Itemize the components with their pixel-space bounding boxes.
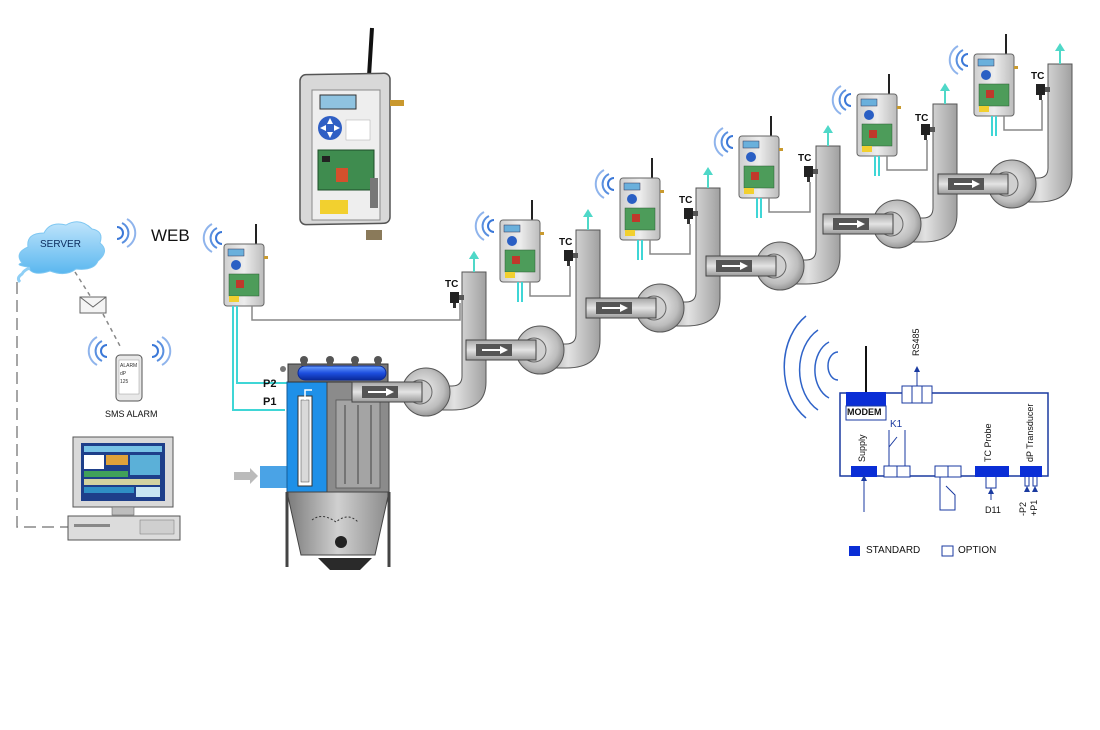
sms-phone — [87, 336, 172, 402]
minus-p2-label: -P2 — [1018, 501, 1028, 516]
modem-label: MODEM — [847, 407, 882, 417]
legend-standard-swatch — [849, 546, 860, 556]
server-signal-icon — [116, 218, 137, 248]
rs485-label: RS485 — [911, 328, 921, 356]
duct-unit-3 — [585, 157, 721, 333]
tc-probe-label: TC Probe — [983, 423, 993, 462]
duct-unit-2 — [465, 199, 601, 375]
tc-label-4: TC — [798, 153, 812, 164]
duct-unit-6 — [937, 33, 1073, 209]
duct-unit-1 — [351, 250, 487, 417]
plus-p1-label: +P1 — [1029, 499, 1039, 516]
phone-line-1: ALARM — [120, 363, 138, 369]
tc-label-3: TC — [679, 195, 693, 206]
main-controller-enclosure — [299, 27, 404, 240]
duct-unit-4 — [705, 115, 841, 291]
dp-transducer-label: dP Transducer — [1025, 403, 1035, 462]
p2-label: P2 — [263, 378, 277, 390]
supply-label: Supply — [857, 434, 867, 462]
tc-label-5: TC — [915, 113, 929, 124]
dashed-link — [16, 271, 121, 528]
device-signal-icon — [202, 223, 223, 253]
server-cloud — [16, 221, 105, 284]
legend-option-swatch — [941, 545, 954, 557]
server-label: SERVER — [40, 239, 81, 250]
phone-line-2: dP — [120, 371, 127, 377]
computer-monitor — [67, 436, 181, 541]
p1-label: P1 — [263, 396, 277, 408]
web-label: WEB — [151, 226, 190, 245]
k1-label: K1 — [890, 419, 903, 430]
tc-label-1: TC — [445, 279, 459, 290]
phone-line-3: 125 — [120, 379, 129, 385]
duct-unit-5 — [822, 73, 958, 249]
d11-label: D11 — [985, 505, 1001, 515]
duct-fan-units — [351, 33, 1073, 417]
tc-label-6: TC — [1031, 71, 1045, 82]
legend-standard-label: STANDARD — [866, 545, 921, 556]
tc-label-2: TC — [559, 237, 573, 248]
email-envelope-icon — [79, 296, 107, 314]
controller-schematic — [783, 315, 1049, 557]
legend-option-label: OPTION — [958, 545, 997, 556]
dust-collector — [223, 223, 461, 570]
sms-alarm-label: SMS ALARM — [105, 409, 158, 419]
